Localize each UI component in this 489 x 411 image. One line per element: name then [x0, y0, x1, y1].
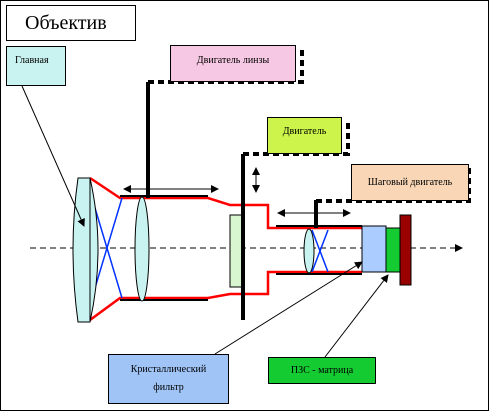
lens-motor-label: Двигатель линзы	[170, 45, 296, 82]
motor-label-text: Двигатель	[282, 126, 327, 137]
step-motor-label: Шаговый двигатель	[351, 164, 469, 201]
main-lens-label: Главная	[6, 46, 66, 86]
motor-label: Двигатель	[267, 117, 342, 154]
main-lens-label-text: Главная	[15, 55, 49, 66]
crystal-filter-block	[361, 225, 387, 273]
label-pointers	[21, 85, 389, 358]
crystal-filter-label-text: Кристаллический фильтр	[130, 364, 207, 393]
zoom-lens	[303, 228, 315, 274]
crystal-filter-label: Кристаллический фильтр	[108, 354, 229, 404]
housing-edges	[120, 195, 362, 301]
filter-plate	[229, 214, 243, 288]
ccd-dark-block	[399, 214, 412, 286]
lens-motor-label-text: Двигатель линзы	[196, 55, 270, 66]
movement-arrows	[123, 167, 351, 217]
main-lens	[72, 177, 99, 323]
ccd-label-text: ПЗС - матрица	[290, 365, 354, 376]
page-title: Объектив	[25, 11, 107, 34]
motor-connectors	[148, 48, 471, 203]
ccd-green-block	[385, 227, 401, 273]
focus-lens	[134, 196, 150, 302]
title-box: Объектив	[6, 5, 136, 41]
ccd-label: ПЗС - матрица	[268, 357, 376, 384]
light-rays	[91, 197, 329, 299]
step-motor-label-text: Шаговый двигатель	[367, 177, 453, 188]
housing-outline	[89, 176, 362, 322]
